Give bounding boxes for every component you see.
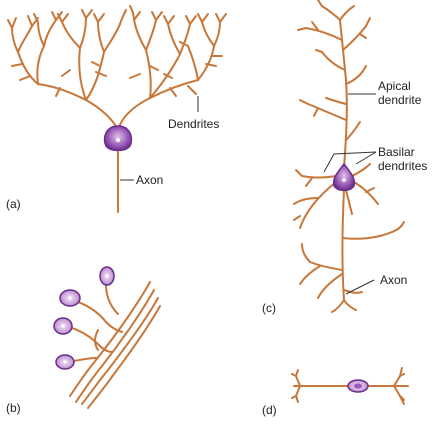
panel-c-pyramidal-neuron: Apical dendrite Basilar dendrites Axon (… bbox=[262, 0, 427, 315]
panel-a-nucleus bbox=[116, 138, 120, 142]
panel-a-label: (a) bbox=[6, 197, 21, 211]
panel-c-axon-leader bbox=[345, 279, 375, 295]
panel-b-nucleus-3 bbox=[61, 324, 65, 328]
panel-c-apical-label-line2: dendrite bbox=[378, 93, 422, 107]
panel-c-label: (c) bbox=[262, 301, 276, 315]
panel-b-label: (b) bbox=[6, 401, 21, 415]
panel-c-basilar-dendrites bbox=[293, 163, 379, 229]
panel-c-apical-dendrite bbox=[297, 0, 371, 169]
panel-b-parallel-fibers bbox=[69, 281, 161, 409]
panel-c-basilar-label-line1: Basilar bbox=[378, 145, 415, 159]
panel-b-somata bbox=[53, 266, 115, 370]
panel-c-nucleus bbox=[342, 178, 346, 182]
panel-c-basilar-label-line2: dendrites bbox=[378, 159, 427, 173]
panel-b-nucleus-2 bbox=[68, 296, 72, 300]
panel-c-soma bbox=[332, 162, 356, 192]
panel-d-nucleus bbox=[354, 383, 362, 389]
panel-c-axon bbox=[299, 189, 405, 313]
panel-a-dendritic-tree bbox=[7, 5, 227, 131]
panel-c-basilar-leader-1 bbox=[323, 151, 377, 173]
panel-b-granule-cells: (b) bbox=[6, 266, 161, 415]
panel-b-nucleus-4 bbox=[63, 360, 67, 364]
panel-d-label: (d) bbox=[262, 403, 277, 417]
panel-a-axon-label: Axon bbox=[136, 173, 163, 187]
panel-b-nucleus-1 bbox=[105, 274, 109, 278]
panel-c-axon-label: Axon bbox=[380, 273, 407, 287]
panel-d-bipolar-neuron: (d) bbox=[262, 367, 409, 417]
panel-d-processes bbox=[291, 367, 409, 405]
panel-a-purkinje-neuron: Dendrites Axon (a) bbox=[6, 5, 227, 213]
panel-c-basilar-leader-2 bbox=[355, 151, 377, 165]
panel-a-dendrites-label: Dendrites bbox=[168, 117, 219, 131]
panel-c-apical-label-line1: Apical bbox=[378, 79, 411, 93]
